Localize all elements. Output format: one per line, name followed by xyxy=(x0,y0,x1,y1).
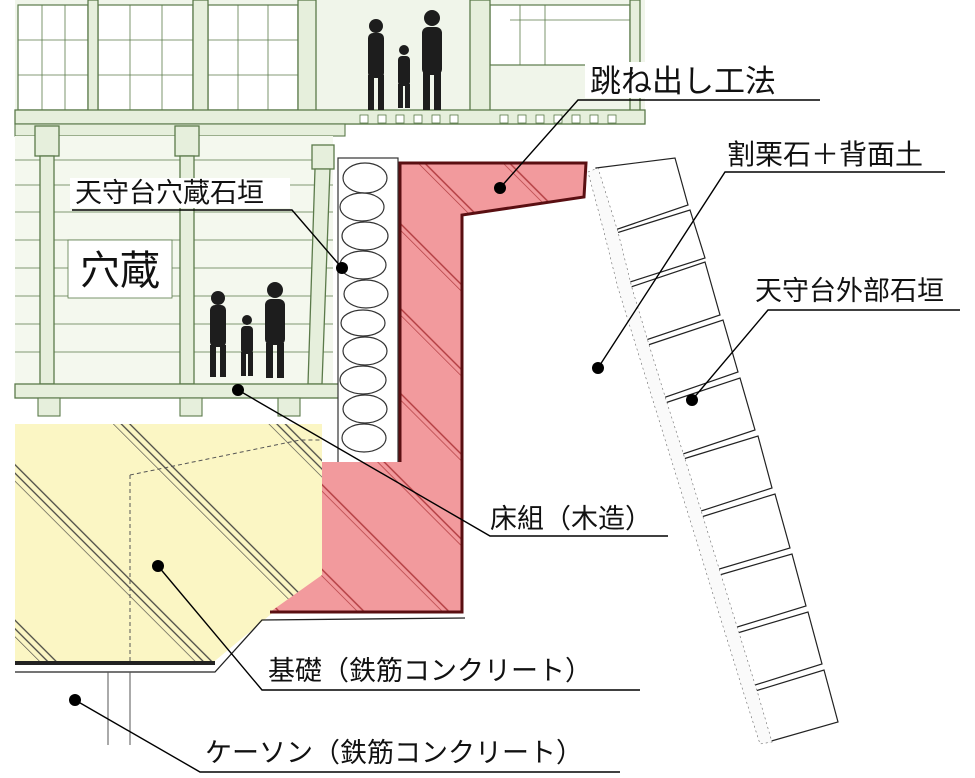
upper-floor-building xyxy=(14,0,646,137)
cantilever-method-label: 跳ね出し工法 xyxy=(590,64,776,100)
anagura-label: 穴蔵 xyxy=(80,248,160,294)
floor-frame-label: 床組（木造） xyxy=(490,504,652,535)
foundation-label: 基礎（鉄筋コンクリート） xyxy=(268,656,592,687)
outer-stone-wall xyxy=(587,157,839,745)
label-backgrounds xyxy=(70,62,810,208)
anagura-room: 穴蔵 xyxy=(14,125,341,417)
leader-dots xyxy=(69,182,698,706)
crushed-stone-backfill-label: 割栗石＋背面土 xyxy=(727,138,923,171)
cantilever-concrete xyxy=(270,161,588,614)
people-silhouette-icon xyxy=(368,10,442,110)
people-silhouette-icon xyxy=(210,282,285,378)
inner-stone-wall-label: 天守台穴蔵石垣 xyxy=(75,178,264,209)
outer-stone-wall-label: 天守台外部石垣 xyxy=(755,276,944,307)
foundation-block xyxy=(15,424,322,665)
inner-stone-wall xyxy=(337,157,399,464)
leader-lines xyxy=(72,99,960,773)
caisson-label: ケーソン（鉄筋コンクリート） xyxy=(205,738,583,769)
caisson-outline xyxy=(15,617,466,745)
